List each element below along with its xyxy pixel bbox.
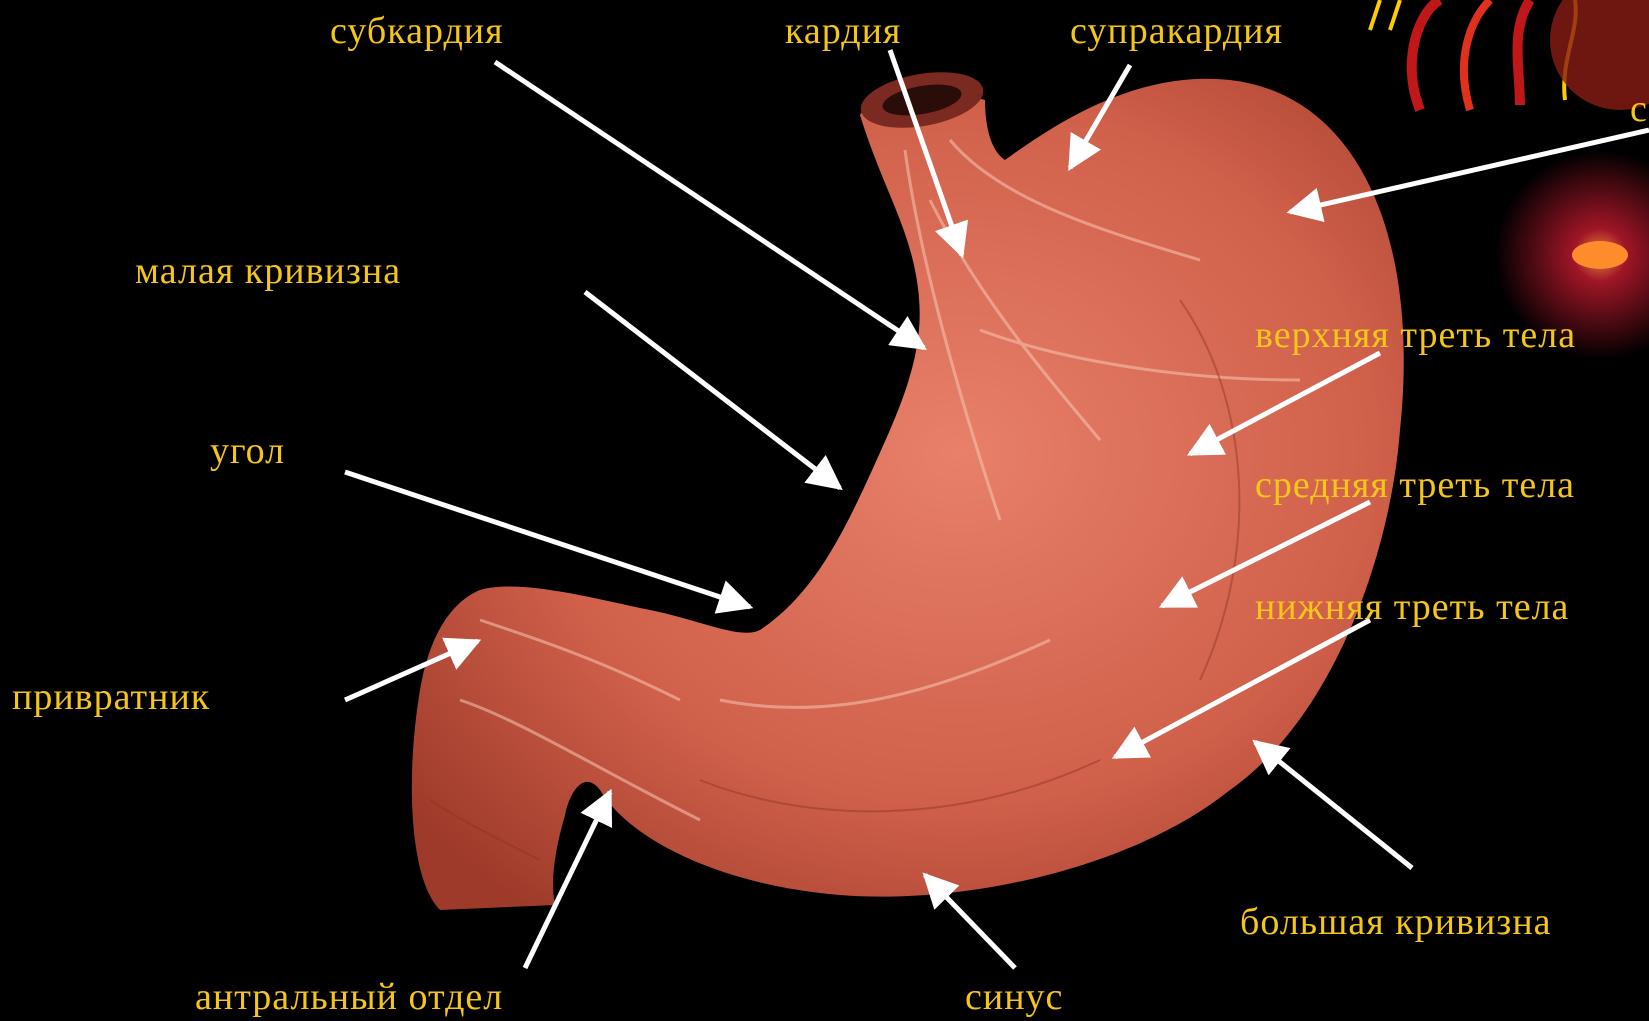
- arrow-lesser-curvature: [585, 292, 840, 488]
- label-pylorus: привратник: [12, 678, 210, 716]
- arrow-greater-curvature: [1255, 742, 1412, 868]
- arrow-angle: [345, 472, 750, 607]
- label-fundus-partial: с: [1630, 90, 1648, 128]
- label-greater-curvature: большая кривизна: [1240, 903, 1552, 941]
- label-supracardia: супракардия: [1070, 12, 1283, 50]
- label-cardia: кардия: [785, 12, 901, 50]
- label-subcardia: субкардия: [330, 12, 504, 50]
- label-upper-body: верхняя треть тела: [1255, 316, 1576, 354]
- label-antrum: антральный отдел: [195, 978, 503, 1016]
- label-lesser-curvature: малая кривизна: [135, 252, 401, 290]
- label-middle-body: средняя треть тела: [1255, 466, 1575, 504]
- label-angle: угол: [210, 432, 285, 470]
- label-lower-body: нижняя треть тела: [1255, 588, 1569, 626]
- arrow-subcardia: [495, 62, 924, 348]
- label-sinus: синус: [965, 978, 1063, 1016]
- decor-artwork: [1370, 0, 1649, 360]
